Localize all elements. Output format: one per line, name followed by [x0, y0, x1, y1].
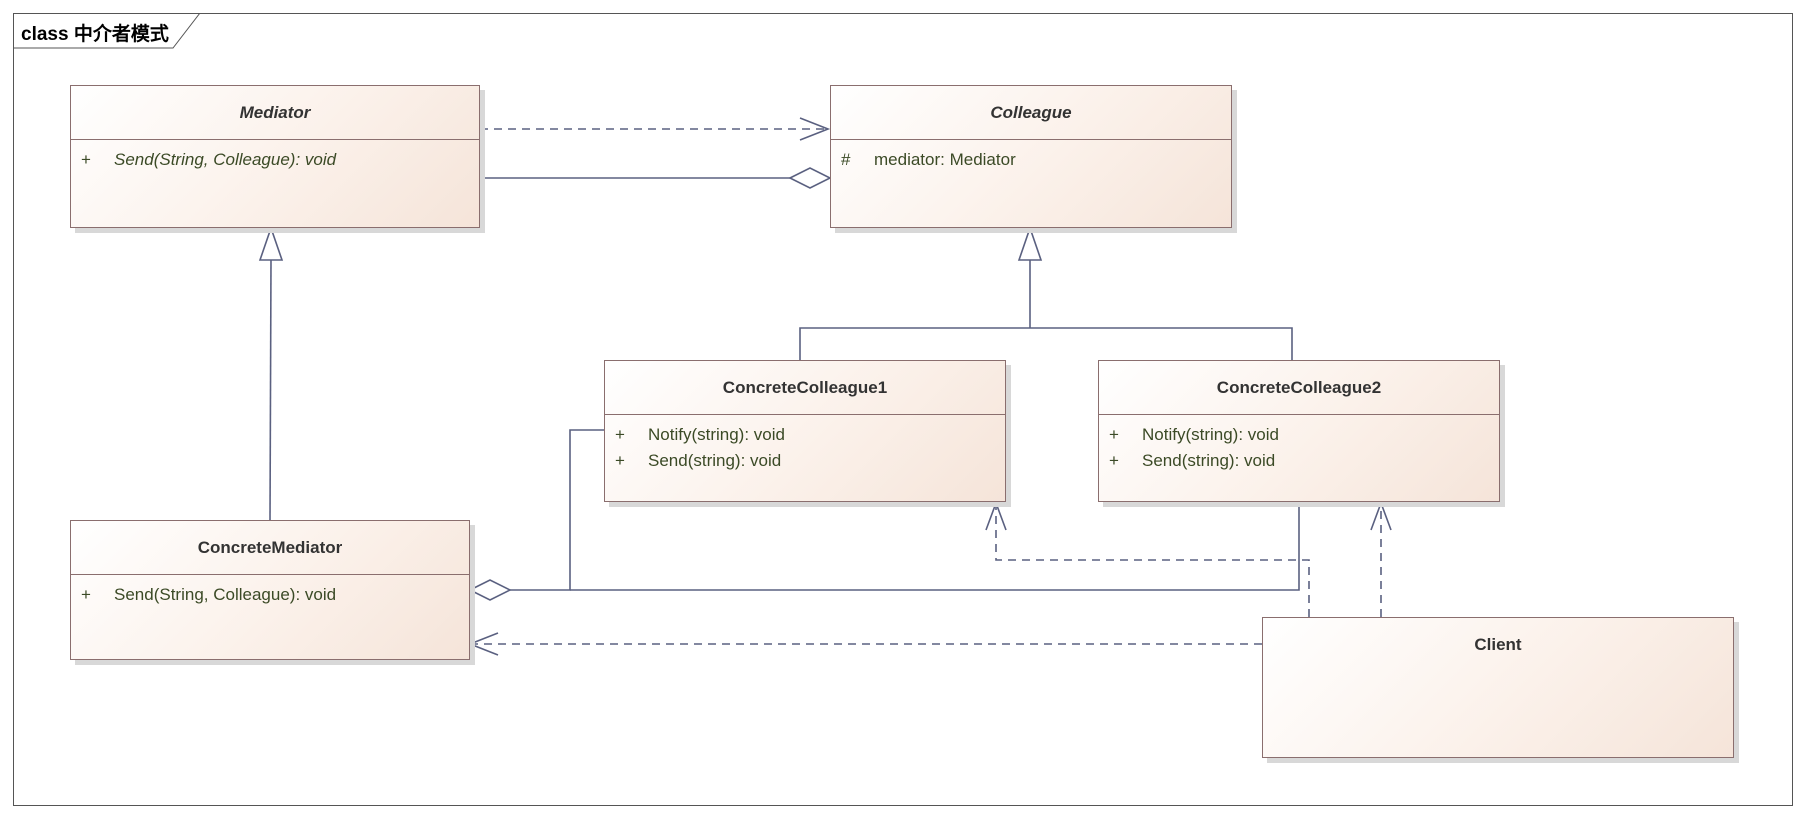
- class-name: Client: [1474, 635, 1522, 654]
- class-name: Colleague: [831, 86, 1231, 140]
- class-attribute: # mediator: Mediator: [831, 148, 1231, 174]
- class-operation: + Send(String, Colleague): void: [71, 148, 479, 174]
- operation-signature: Notify(string): void: [648, 425, 785, 444]
- class-members: + Send(String, Colleague): void: [71, 575, 469, 609]
- class-operation: + Send(string): void: [605, 449, 1005, 475]
- operation-signature: Notify(string): void: [1142, 425, 1279, 444]
- operation-signature: Send(string): void: [1142, 451, 1276, 470]
- attribute-signature: mediator: Mediator: [874, 150, 1016, 169]
- class-concrete-colleague2[interactable]: ConcreteColleague2 + Notify(string): voi…: [1098, 360, 1500, 502]
- visibility-marker: +: [615, 425, 625, 444]
- visibility-marker: #: [841, 150, 851, 169]
- visibility-marker: +: [81, 150, 91, 169]
- visibility-marker: +: [81, 585, 91, 604]
- class-client[interactable]: Client: [1262, 617, 1734, 758]
- class-members: + Send(String, Colleague): void: [71, 140, 479, 174]
- class-members: + Notify(string): void + Send(string): v…: [605, 415, 1005, 475]
- class-operation: + Send(String, Colleague): void: [71, 583, 469, 609]
- class-name: Mediator: [71, 86, 479, 140]
- frame-label: class 中介者模式: [21, 24, 169, 45]
- frame-tab-shape: [13, 13, 201, 49]
- class-operation: + Send(string): void: [1099, 449, 1499, 475]
- visibility-marker: +: [1109, 425, 1119, 444]
- class-operation: + Notify(string): void: [1099, 423, 1499, 449]
- operation-signature: Send(String, Colleague): void: [114, 150, 337, 169]
- class-name: ConcreteMediator: [71, 521, 469, 575]
- visibility-marker: +: [1109, 451, 1119, 470]
- class-name: ConcreteColleague2: [1099, 361, 1499, 415]
- class-colleague[interactable]: Colleague # mediator: Mediator: [830, 85, 1232, 228]
- operation-signature: Send(string): void: [648, 451, 782, 470]
- class-members: + Notify(string): void + Send(string): v…: [1099, 415, 1499, 475]
- class-name: ConcreteColleague1: [605, 361, 1005, 415]
- class-concrete-colleague1[interactable]: ConcreteColleague1 + Notify(string): voi…: [604, 360, 1006, 502]
- class-concrete-mediator[interactable]: ConcreteMediator + Send(String, Colleagu…: [70, 520, 470, 660]
- diagram-frame: [13, 13, 1793, 806]
- visibility-marker: +: [615, 451, 625, 470]
- class-members: # mediator: Mediator: [831, 140, 1231, 174]
- class-operation: + Notify(string): void: [605, 423, 1005, 449]
- operation-signature: Send(String, Colleague): void: [114, 585, 337, 604]
- class-mediator[interactable]: Mediator + Send(String, Colleague): void: [70, 85, 480, 228]
